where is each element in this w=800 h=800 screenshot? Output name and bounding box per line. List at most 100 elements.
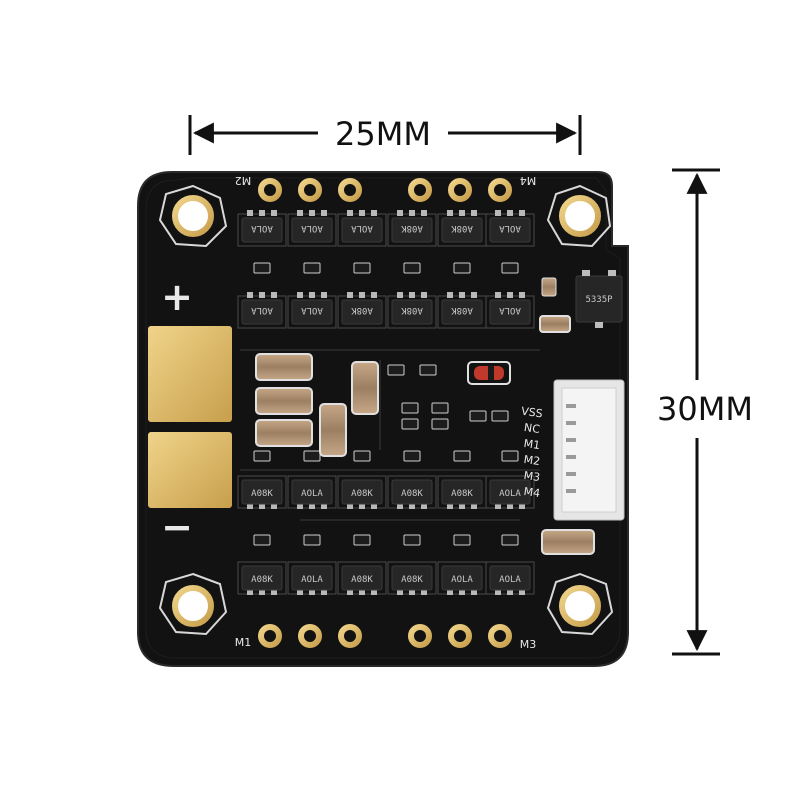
mosfet-bottom-5: AOLA (437, 561, 487, 595)
small-passives (253, 262, 519, 546)
mosfet-top-2: AOLA (287, 210, 337, 247)
mosfet-upper-mid-3: A08K (337, 292, 387, 329)
passive-component (253, 534, 271, 546)
mosfet-array: AOLA AOLA AOLA A08K A08K AOLA AOLA AOLA A08K A08K… (237, 210, 535, 595)
passive-component (453, 262, 471, 274)
power-pads: + − (148, 275, 232, 549)
mosfet-marking: AOLA (451, 575, 473, 585)
passive-component (453, 450, 471, 462)
mosfet-marking: AOLA (499, 305, 521, 315)
pin-label-m2: M2 (523, 453, 541, 468)
mosfet-marking: A08K (451, 223, 473, 233)
passive-component (491, 410, 509, 422)
passive-component (401, 402, 419, 414)
mosfet-marking: A08K (451, 305, 473, 315)
mosfet-lower-mid-3: A08K (337, 475, 387, 509)
plus-label: + (161, 275, 193, 319)
mosfet-lower-mid-5: A08K (437, 475, 487, 509)
regulator-chip: 5335P (575, 270, 623, 328)
passive-component (401, 418, 419, 430)
diode (467, 361, 511, 385)
passive-component (353, 262, 371, 274)
passive-component (353, 534, 371, 546)
passive-component (253, 262, 271, 274)
passive-component (453, 534, 471, 546)
passive-component (501, 534, 519, 546)
mosfet-marking: AOLA (499, 489, 521, 499)
mosfet-marking: A08K (401, 575, 423, 585)
width-dimension: 25MM (188, 115, 582, 155)
mosfet-bottom-2: AOLA (287, 561, 337, 595)
mosfet-marking: AOLA (301, 575, 323, 585)
height-label: 30MM (657, 390, 753, 428)
mosfet-lower-mid-2: AOLA (287, 475, 337, 509)
mosfet-bottom-1: A08K (237, 561, 287, 595)
pin-label-nc: NC (523, 421, 541, 436)
mosfet-marking: AOLA (301, 489, 323, 499)
pin-label-vss: VSS (520, 405, 543, 421)
mosfet-bottom-6: AOLA (485, 561, 535, 595)
mosfet-top-5: A08K (437, 210, 487, 247)
passive-component (353, 450, 371, 462)
mounting-hole-bottom-left (158, 572, 228, 636)
mosfet-top-4: A08K (387, 210, 437, 247)
pin-label-m4: M4 (523, 485, 541, 500)
mosfet-marking: A08K (401, 489, 423, 499)
passive-component (303, 450, 321, 462)
mosfet-marking: AOLA (499, 575, 521, 585)
mosfet-lower-mid-1: A08K (237, 475, 287, 509)
positive-pad (148, 326, 232, 422)
capacitors (255, 277, 595, 555)
mosfet-top-1: AOLA (237, 210, 287, 247)
mosfet-lower-mid-6: AOLA (485, 475, 535, 509)
mosfet-lower-mid-4: A08K (387, 475, 437, 509)
mosfet-marking: A08K (351, 575, 373, 585)
passive-component (253, 450, 271, 462)
width-label: 25MM (335, 115, 431, 153)
motor-label-m3: M3 (520, 638, 537, 651)
motor-label-m1: M1 (235, 636, 252, 649)
connector-labels: VSS NC M1 M2 M3 M4 (520, 405, 543, 501)
passive-component (501, 450, 519, 462)
pin-label-m1: M1 (523, 437, 541, 452)
passive-component (303, 534, 321, 546)
mosfet-marking: A08K (251, 575, 273, 585)
passive-component (501, 262, 519, 274)
motor-pads-bottom (258, 624, 512, 648)
mosfet-marking: A08K (401, 223, 423, 233)
mosfet-top-6: AOLA (485, 210, 535, 247)
mosfet-marking: A08K (251, 489, 273, 499)
mosfet-marking: AOLA (499, 223, 521, 233)
negative-pad (148, 432, 232, 508)
mosfet-marking: A08K (401, 305, 423, 315)
mosfet-marking: A08K (351, 489, 373, 499)
passive-component (431, 402, 449, 414)
passive-component (403, 534, 421, 546)
mosfet-upper-mid-2: AOLA (287, 292, 337, 329)
mounting-hole-bottom-right (546, 572, 614, 636)
passive-component (419, 364, 437, 376)
height-dimension: 30MM (657, 168, 753, 656)
mosfet-upper-mid-5: A08K (437, 292, 487, 329)
passive-component (303, 262, 321, 274)
passive-component (403, 262, 421, 274)
passive-component (403, 450, 421, 462)
mosfet-upper-mid-6: AOLA (485, 292, 535, 329)
mosfet-marking: A08K (451, 489, 473, 499)
signal-connector (553, 379, 625, 521)
mosfet-bottom-3: A08K (337, 561, 387, 595)
pin-label-m3: M3 (523, 469, 541, 484)
motor-label-m2: M2 (235, 174, 252, 187)
motor-pads-top (258, 178, 512, 202)
mosfet-marking: AOLA (351, 223, 373, 233)
mosfet-bottom-4: A08K (387, 561, 437, 595)
passive-component (431, 418, 449, 430)
motor-label-m4: M4 (520, 174, 537, 187)
mounting-hole-top-left (158, 184, 228, 248)
regulator-marking: 5335P (585, 295, 613, 305)
passive-component (469, 410, 487, 422)
mosfet-marking: AOLA (301, 223, 323, 233)
mounting-hole-top-right (546, 184, 612, 248)
mosfet-marking: A08K (351, 305, 373, 315)
